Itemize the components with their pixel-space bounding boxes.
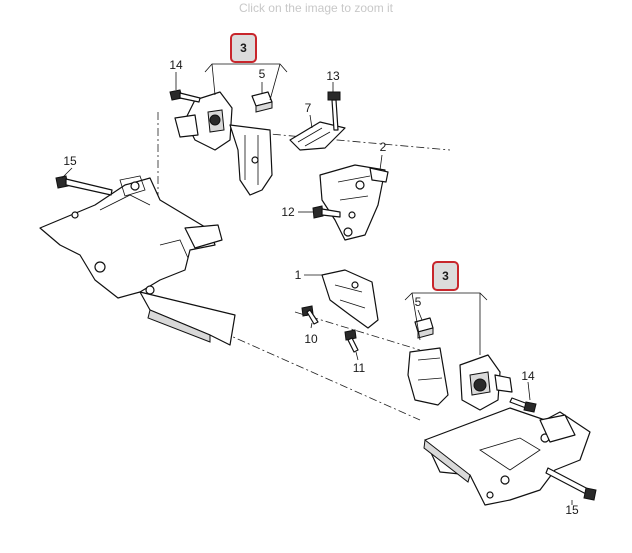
callout-3-bottom-text: 3 [442,269,449,283]
callout-3-top-text: 3 [240,41,247,55]
label-12[interactable]: 12 [281,205,295,219]
label-14-top[interactable]: 14 [169,58,183,72]
callout-3-top[interactable]: 3 [230,33,257,63]
label-10[interactable]: 10 [304,332,318,346]
label-15-left[interactable]: 15 [63,154,77,168]
bracket-2 [319,164,389,241]
part-5-bottom [414,317,434,339]
label-5-bottom[interactable]: 5 [415,295,422,309]
bracket-1 [321,269,379,329]
label-14-bottom[interactable]: 14 [521,369,535,383]
zoom-hint: Click on the image to zoom it [238,1,394,15]
label-5-top[interactable]: 5 [259,67,266,81]
label-13[interactable]: 13 [326,69,340,83]
bolt-12 [312,205,341,219]
callout-leader-top [211,63,281,101]
label-1[interactable]: 1 [295,268,302,282]
callout-bracket-top [204,63,288,73]
callout-leader-bottom [411,292,481,355]
label-15-right[interactable]: 15 [565,503,579,517]
leader-lines [61,72,573,505]
bolt-15-right [545,467,597,501]
label-2[interactable]: 2 [380,140,387,154]
bolt-14-top [169,89,201,103]
engine-mount-bottom [407,347,513,411]
label-11[interactable]: 11 [353,361,366,375]
callout-bracket-bottom [404,292,488,301]
bolt-10 [301,305,319,325]
label-7[interactable]: 7 [305,101,312,115]
heat-shield-7 [289,121,346,151]
bolt-14-bottom [509,397,537,413]
subframe-right [423,407,591,506]
subframe-left [39,175,236,346]
bolt-11 [344,329,359,353]
part-5-top [251,91,273,113]
callout-3-bottom[interactable]: 3 [432,261,459,291]
engine-mount-top [174,91,273,196]
bolt-15-left [55,175,113,196]
bolt-13 [327,91,341,131]
